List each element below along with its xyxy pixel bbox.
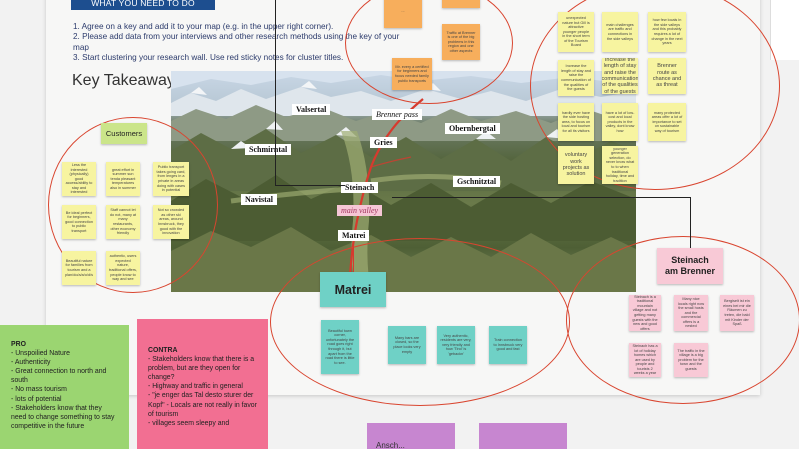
cluster-circle-customers (48, 117, 218, 293)
sticky-note[interactable]: Steinach is a traditional mountain villa… (629, 295, 661, 331)
sticky-note[interactable]: ... (384, 0, 422, 28)
contra-item: - Highway and traffic in general (148, 383, 243, 391)
connector-line (690, 197, 691, 249)
sticky-note[interactable]: Brenner route as chance and as threat (648, 58, 686, 94)
pro-item: - Unspoilied Nature (11, 350, 70, 358)
instruction-2: 2. Please add data from your interviews … (73, 32, 400, 52)
map-label-brenner-pass: Brenner pass (372, 109, 423, 120)
pro-note[interactable]: PRO - Unspoilied Nature - Authenticity -… (0, 325, 129, 449)
sticky-note[interactable]: main challenges are traffic and connecti… (602, 12, 638, 52)
cluster-title-customers[interactable]: Customers (101, 123, 147, 144)
sticky-note[interactable]: authentic, users expected nature, tradit… (106, 251, 140, 285)
task-banner: WHAT YOU NEED TO DO (71, 0, 215, 10)
connector-line (353, 247, 354, 272)
map-label-gries: Gries (370, 137, 397, 148)
contra-title: CONTRA (148, 347, 178, 354)
instruction-1: 1. Agree on a key and add it to your map… (73, 22, 334, 31)
cluster-title-matrei[interactable]: Matrei (320, 272, 386, 307)
instructions-text: 1. Agree on a key and add it to your map… (73, 22, 413, 63)
purple-sticky-note[interactable] (367, 423, 455, 449)
sticky-note[interactable]: hardly ever have the side hosting area, … (558, 103, 594, 141)
contra-item: - "je enger das Tal desto sturer der Kop… (148, 392, 257, 418)
purple-note-label: Ansch... (376, 441, 405, 449)
sticky-note[interactable]: Traffic at Brenner is one of the big pro… (442, 24, 480, 60)
map-label-gschnitztal: Gschnitztal (453, 176, 501, 187)
sticky-note[interactable] (442, 0, 480, 8)
sticky-note[interactable]: Bergiselt ist ein eines bei mir die Räum… (720, 295, 754, 331)
sticky-note[interactable]: Be ideal perfect for beginners, good con… (62, 205, 96, 239)
connector-line (275, 185, 345, 186)
contra-item: - villages seem sleepy and (148, 419, 230, 427)
sticky-note[interactable]: Not so crowded as other ski areas, aroun… (153, 205, 189, 239)
contra-item: - Stakeholders know that there is a prob… (148, 356, 255, 382)
sticky-note[interactable]: many protected areas offer a lot of impo… (648, 103, 686, 141)
sticky-note[interactable]: Many nice locals right now the small hos… (674, 295, 708, 331)
sticky-note[interactable]: Staff cannot let do not, many at many re… (106, 205, 140, 239)
map-label-navistal: Navistal (241, 194, 277, 205)
connector-line (392, 197, 691, 198)
sticky-note[interactable]: Public transport takes going card, from … (153, 162, 189, 196)
sticky-note[interactable]: Train connection to Innsbruck very good … (489, 326, 527, 364)
sticky-note[interactable]: have a lot of low-cost and local product… (602, 103, 638, 141)
cluster-circle-steinach (566, 236, 799, 404)
sticky-note[interactable]: The traffic in the village is a big prob… (674, 343, 708, 377)
sticky-note[interactable]: unexpected nature but Gill is attractive… (558, 12, 594, 52)
steinach-title-line-1: Steinach (671, 255, 709, 265)
cluster-title-steinach[interactable]: Steinach am Brenner (657, 248, 723, 284)
sticky-note[interactable]: Less the interested (physically) good ac… (62, 162, 96, 196)
key-takeaways-title: Key Takeaways (72, 72, 183, 89)
connector-line (275, 0, 276, 185)
map-label-valsertal: Valsertal (292, 104, 331, 115)
pro-item: - Great connection to north and south (11, 368, 107, 385)
sticky-note[interactable]: great effort in summer sun tenda pleasan… (106, 162, 140, 196)
steinach-title-line-2: am Brenner (664, 266, 716, 276)
sticky-note[interactable]: Many bars are closed, so the place looks… (388, 326, 426, 364)
sticky-note[interactable]: Beautiful town corner, unfortunately the… (321, 320, 359, 374)
map-label-schmirntal: Schmirntal (245, 144, 292, 155)
pro-item: - Stakeholders know that they need to ch… (11, 404, 115, 430)
sticky-note[interactable]: Very authentic, residents are very, very… (437, 326, 475, 364)
sticky-note[interactable]: Steinach has a lot of holiday homes whic… (629, 343, 661, 377)
sticky-note[interactable]: voluntary work projects as solution (558, 146, 594, 184)
map-label-obernbergtal: Obernbergtal (445, 123, 500, 134)
sticky-note[interactable]: Increase the length of stay and raise th… (602, 58, 638, 94)
side-panel-edge (770, 0, 799, 60)
contra-note[interactable]: CONTRA - Stakeholders know that there is… (137, 319, 268, 449)
sticky-note[interactable]: Increase the length of stay and raise th… (558, 60, 594, 96)
cluster-circle-main-valley (270, 238, 570, 406)
sticky-note[interactable]: Mr. every a certified for beginners and … (392, 58, 432, 90)
instruction-3: 3. Start clustering your research wall. … (73, 52, 344, 62)
sticky-note[interactable]: Beautiful nature for families from touri… (62, 251, 96, 285)
map-label-steinach: Steinach (341, 182, 379, 193)
sticky-note[interactable]: how few locals in the side valleys and t… (648, 12, 686, 52)
pro-item: - lots of potential (11, 395, 62, 403)
sticky-note[interactable]: younger generation selection, do never k… (602, 146, 638, 184)
cluster-circle-challenges (530, 0, 780, 190)
map-label-main-valley: main valley (337, 205, 383, 216)
pro-item: - Authenticity (11, 359, 51, 367)
pro-item: - No mass tourism (11, 386, 67, 394)
pro-title: PRO (11, 341, 26, 348)
purple-sticky-note[interactable] (479, 423, 567, 449)
map-label-matrei: Matrei (338, 230, 370, 241)
